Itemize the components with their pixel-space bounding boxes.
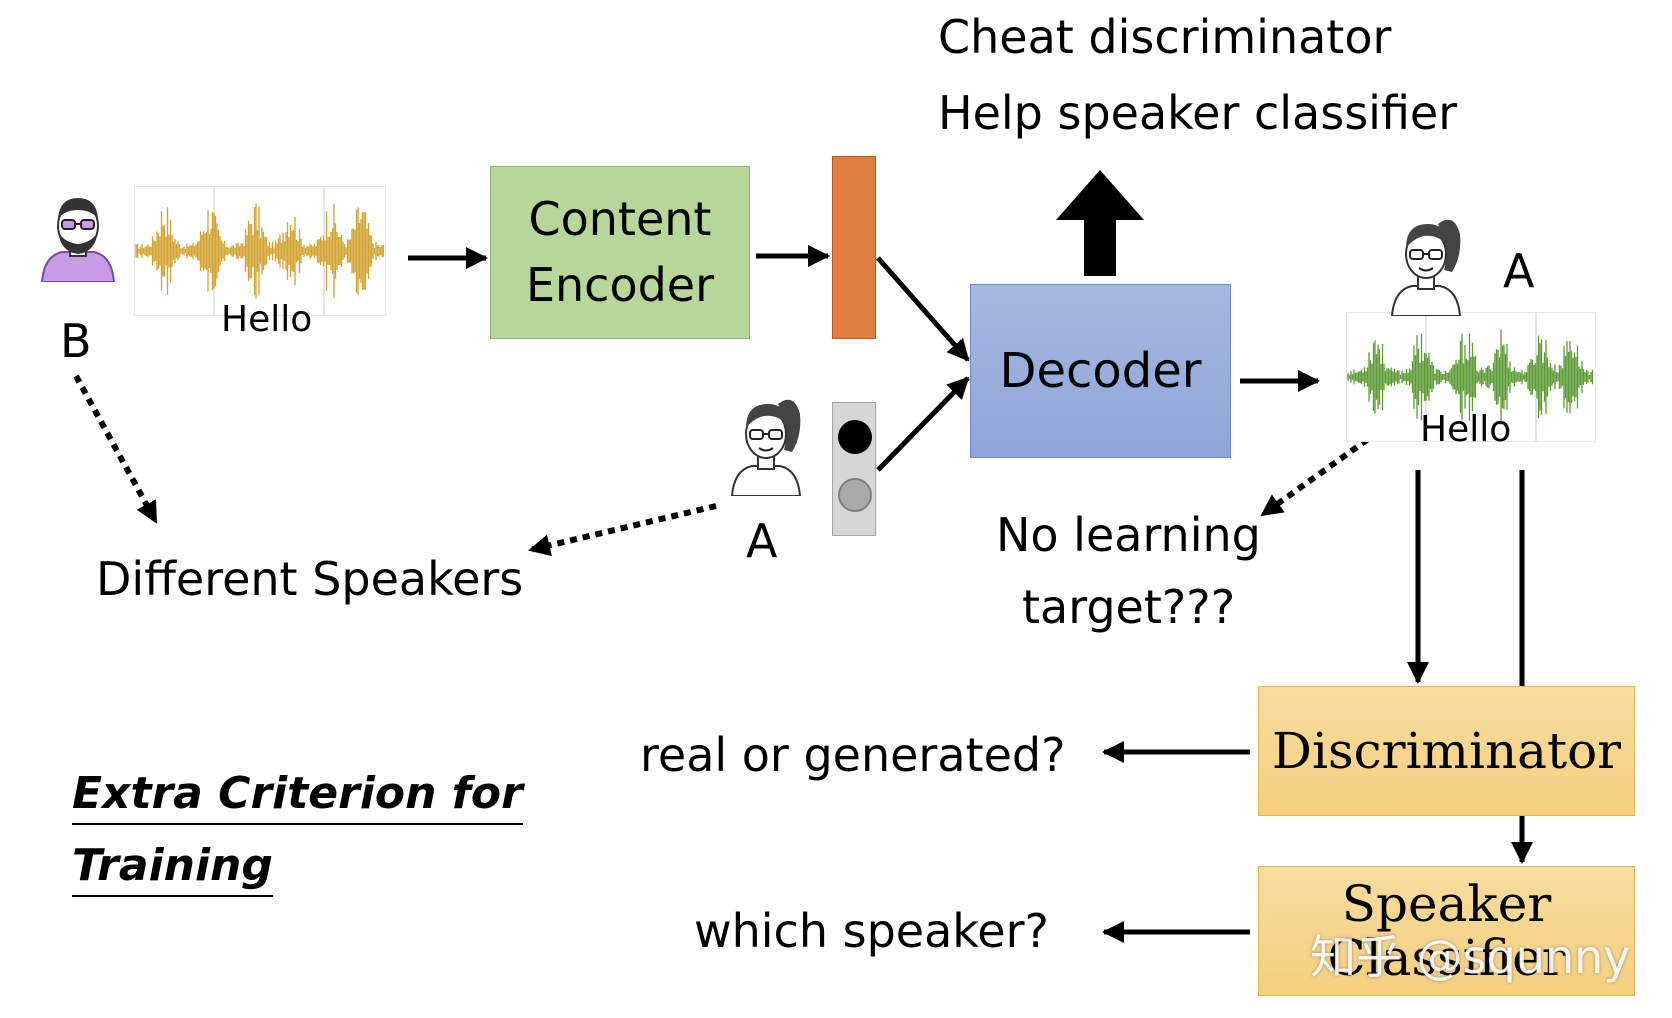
dotted-arrow-b-to-speakers: [73, 374, 159, 524]
watermark: 知乎 @squnny: [1310, 930, 1631, 984]
speaker-classifier-block: Speaker Classifier: [1258, 866, 1635, 996]
extra-criterion-line1: Extra Criterion for: [72, 768, 523, 825]
arrow-speaker-to-decoder: [876, 376, 970, 472]
no-target-line2: target???: [1022, 580, 1236, 634]
real-or-generated-label: real or generated?: [640, 728, 1066, 782]
speaker-a-avatar-top: [1390, 219, 1462, 316]
decoder-label: Decoder: [999, 343, 1202, 399]
speaker-b-label: B: [60, 314, 92, 368]
output-waveform-trace: [1347, 329, 1594, 425]
content-encoder-block: Content Encoder: [490, 166, 750, 339]
output-word-label: Hello: [1420, 409, 1512, 450]
content-vector: [832, 156, 876, 339]
speaker-classifier-line1: Speaker: [1341, 875, 1552, 933]
extra-criterion-text2: Training: [72, 840, 273, 897]
content-encoder-line2: Encoder: [525, 257, 715, 312]
speaker-a-dot: [838, 420, 872, 454]
up-arrow: [1056, 170, 1144, 276]
discriminator-label: Discriminator: [1271, 722, 1622, 780]
speaker-vector: [832, 402, 876, 536]
output-waveform: [1346, 312, 1596, 442]
speaker-b-dot: [838, 478, 872, 512]
waveform-path: [1347, 329, 1594, 425]
extra-criterion-line2: Training: [72, 840, 273, 897]
arrow-content-to-decoder: [876, 256, 970, 362]
which-speaker-label: which speaker?: [694, 904, 1049, 958]
dotted-arrow-output-to-notarget: [1260, 429, 1380, 518]
content-encoder-line1: Content: [528, 192, 712, 247]
top-note-line2: Help speaker classifier: [938, 86, 1458, 140]
speaker-a-avatar-middle: [730, 399, 802, 496]
no-target-line1: No learning: [996, 508, 1261, 562]
input-waveform-trace: [135, 203, 385, 299]
extra-criterion-text1: Extra Criterion for: [72, 768, 523, 825]
speaker-a-label-top: A: [1503, 244, 1535, 298]
input-waveform: [134, 186, 386, 316]
speaker-b-avatar: [40, 198, 116, 282]
speaker-classifier-line2: Classifier: [1327, 929, 1566, 987]
input-word-label: Hello: [221, 299, 313, 340]
discriminator-block: Discriminator: [1258, 686, 1635, 816]
dotted-arrow-a-to-speakers: [528, 503, 717, 557]
different-speakers-label: Different Speakers: [96, 552, 524, 606]
decoder-block: Decoder: [970, 284, 1231, 458]
top-note-line1: Cheat discriminator: [938, 10, 1392, 64]
waveform-path: [135, 203, 385, 299]
speaker-a-label-middle: A: [746, 514, 778, 568]
